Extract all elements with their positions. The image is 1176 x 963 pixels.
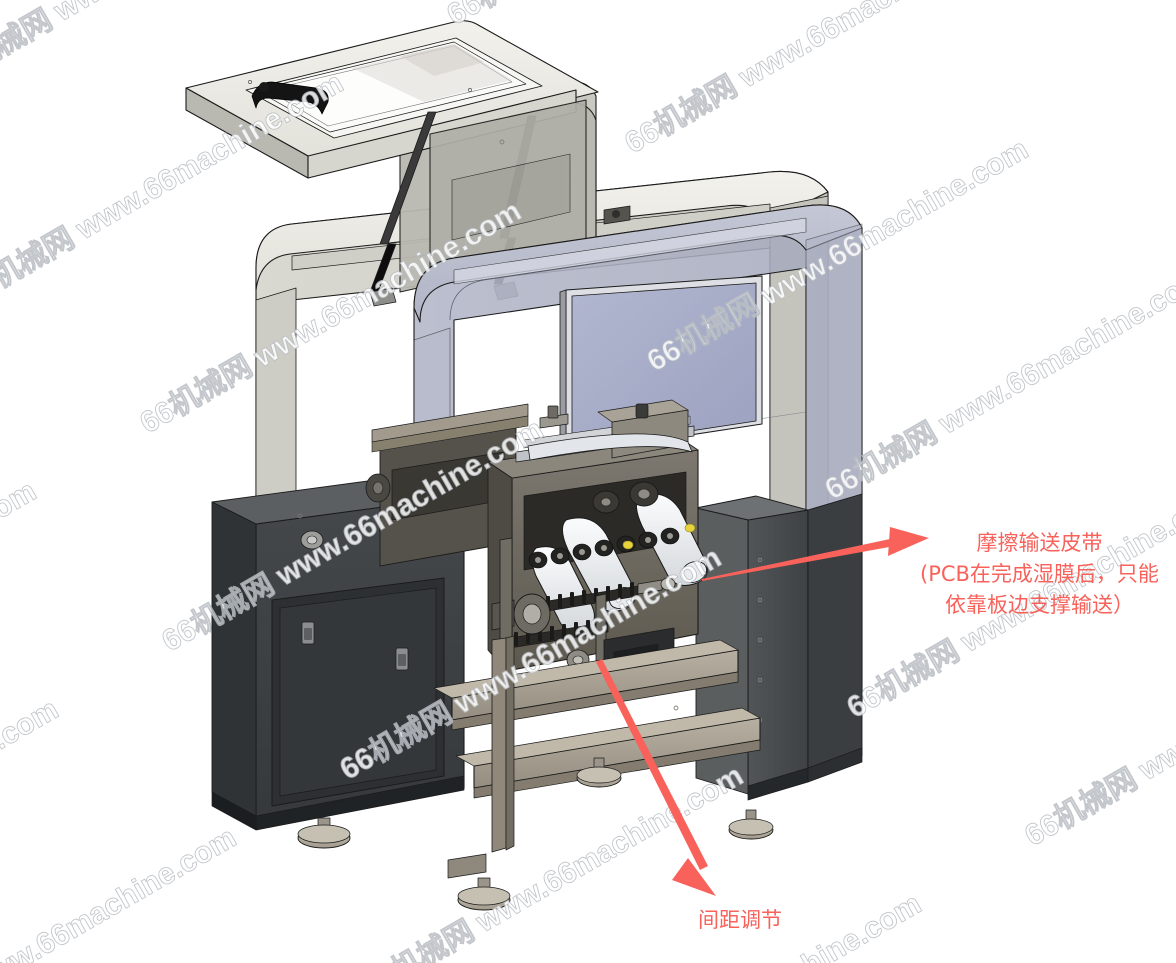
annotation-line-1: 间距调节: [698, 908, 782, 932]
conveyor-mechanism: [365, 399, 708, 699]
annotation-label-friction-belt: 摩擦输送皮带 (PCB在完成湿膜后，只能 依靠板边支撑输送）: [920, 528, 1159, 621]
misc-hardware: [539, 205, 631, 429]
annotation-line-2: (PCB在完成湿膜后，只能: [920, 562, 1159, 586]
frame-rails: [433, 635, 761, 853]
annotation-line-1: 摩擦输送皮带: [976, 531, 1103, 555]
annotation-line-3: 依靠板边支撑输送）: [944, 593, 1134, 617]
annotation-label-pitch-adjust: 间距调节: [698, 905, 782, 936]
lid-inner-panel: [429, 99, 587, 283]
cabinet-base-left: [211, 473, 465, 831]
